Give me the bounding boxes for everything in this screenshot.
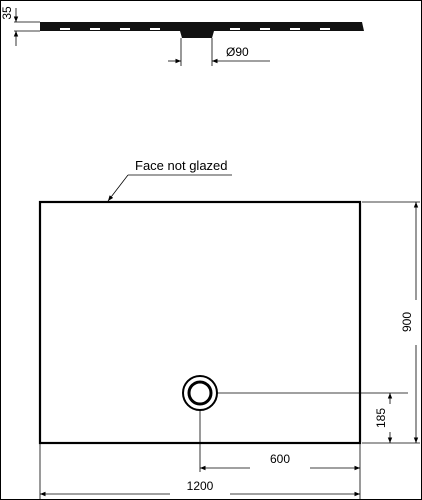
length-label: 1200 xyxy=(187,479,214,493)
drain-outlet-profile xyxy=(180,31,214,38)
tray-outline xyxy=(38,200,362,445)
plan-view xyxy=(38,200,362,445)
width-label: 900 xyxy=(400,312,414,332)
drain-offset-y-dimension: 185 xyxy=(217,392,408,443)
drain-offset-x-dimension: 600 xyxy=(199,410,361,500)
thickness-dimension: 35 xyxy=(0,6,40,46)
thickness-label: 35 xyxy=(0,6,14,20)
drain-inner-circle xyxy=(187,380,213,406)
callout: Face not glazed xyxy=(107,158,232,202)
drain-diameter-label: Ø90 xyxy=(226,45,249,59)
drain-offset-y-label: 185 xyxy=(374,408,388,428)
length-dimension: 1200 xyxy=(39,443,360,500)
drain-offset-x-label: 600 xyxy=(270,452,290,466)
side-view xyxy=(40,22,364,38)
tray-profile xyxy=(40,22,364,31)
drain-diameter-dimension: Ø90 xyxy=(168,38,270,66)
callout-text: Face not glazed xyxy=(135,158,228,173)
width-dimension: 900 xyxy=(362,201,420,444)
